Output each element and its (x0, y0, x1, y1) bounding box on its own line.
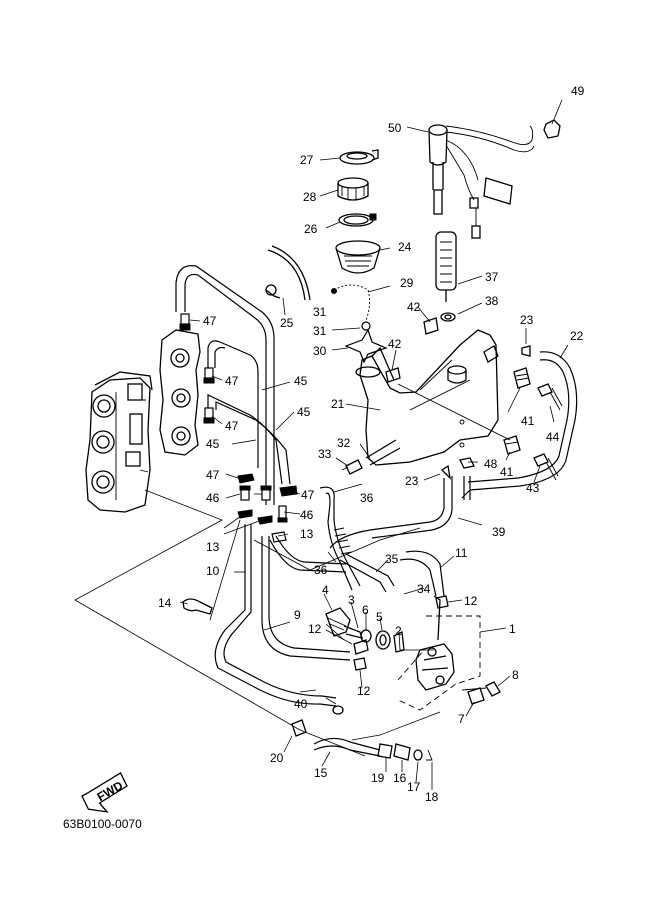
callout-9: 9 (294, 608, 301, 622)
fwd-label: FWD (95, 778, 126, 804)
callout-28: 28 (303, 190, 317, 204)
callout-45a: 45 (294, 374, 308, 388)
callout-12b: 12 (308, 622, 322, 636)
callout-2: 2 (395, 624, 402, 638)
callout-labels: 1 2 3 4 5 6 7 8 9 10 11 12 12 12 13 13 1… (158, 84, 585, 804)
callout-37: 37 (485, 270, 499, 284)
callout-36a: 36 (360, 491, 374, 505)
clips-12 (353, 595, 449, 671)
callout-47b: 47 (225, 374, 239, 388)
fittings-32-33 (341, 439, 401, 475)
callout-43: 43 (526, 481, 540, 495)
callout-41a: 41 (521, 414, 535, 428)
callout-6: 6 (362, 603, 369, 617)
vent-hoses (175, 265, 291, 505)
joints-47 (179, 313, 298, 497)
callout-8: 8 (512, 668, 519, 682)
callout-47c: 47 (225, 419, 239, 433)
callout-17: 17 (407, 780, 421, 794)
callout-23a: 23 (520, 313, 534, 327)
fuel-tank-21 (355, 329, 499, 466)
callout-39: 39 (492, 525, 506, 539)
callout-14: 14 (158, 596, 172, 610)
callout-4: 4 (322, 583, 329, 597)
carburetor-assembly (85, 371, 153, 513)
callout-12c: 12 (357, 684, 371, 698)
callout-33: 33 (318, 447, 332, 461)
callout-13a: 13 (206, 540, 220, 554)
hose-35 (339, 553, 395, 593)
leader-lines (74, 99, 569, 790)
callout-29: 29 (400, 276, 414, 290)
mounts-41-44-43 (440, 345, 563, 481)
clips-46-13 (237, 485, 288, 543)
callout-42a: 42 (407, 300, 421, 314)
callout-47e: 47 (301, 488, 315, 502)
hose-36 (319, 486, 361, 591)
callout-27: 27 (300, 153, 314, 167)
hose-15-fittings (313, 737, 433, 761)
callout-35: 35 (385, 552, 399, 566)
callout-23b: 23 (405, 474, 419, 488)
callout-46b: 46 (300, 508, 314, 522)
callout-47a: 47 (203, 314, 217, 328)
clip-14 (182, 598, 213, 615)
catalog-number: 63B0100-0070 (63, 817, 142, 831)
callout-40: 40 (294, 697, 308, 711)
callout-19: 19 (371, 771, 385, 785)
callout-30: 30 (313, 344, 327, 358)
callout-5: 5 (376, 610, 383, 624)
callout-50: 50 (388, 121, 402, 135)
callout-38: 38 (485, 294, 499, 308)
callout-1: 1 (509, 622, 516, 636)
callout-31a: 31 (313, 305, 327, 319)
fuel-pump-1 (393, 595, 501, 711)
intake-manifold (159, 329, 201, 456)
callout-11: 11 (455, 546, 468, 560)
callout-31b: 31 (313, 324, 327, 338)
hose-39 (329, 476, 471, 549)
callout-34: 34 (417, 582, 431, 596)
callout-42b: 42 (388, 337, 402, 351)
callout-15: 15 (314, 766, 328, 780)
callout-21: 21 (331, 397, 345, 411)
fwd-arrow-icon: FWD (81, 772, 128, 813)
callout-25: 25 (280, 316, 294, 330)
callout-10: 10 (206, 564, 220, 578)
callout-20: 20 (270, 751, 284, 765)
callout-3: 3 (348, 593, 355, 607)
callout-49: 49 (571, 84, 585, 98)
fuel-sender-50-49 (428, 119, 561, 239)
callout-22: 22 (570, 329, 584, 343)
callout-45b: 45 (297, 405, 311, 419)
callout-48: 48 (484, 457, 498, 471)
tether-29-31-30 (331, 284, 388, 364)
fuel-cap-assembly (265, 149, 381, 301)
callout-18: 18 (425, 790, 439, 804)
callout-41b: 41 (500, 465, 514, 479)
callout-46a: 46 (206, 491, 220, 505)
callout-13b: 13 (300, 527, 314, 541)
fuel-strainer-37 (435, 231, 457, 302)
callout-24: 24 (398, 240, 412, 254)
hose-11 (399, 550, 445, 597)
callout-12a: 12 (464, 594, 478, 608)
callout-36b: 36 (314, 563, 328, 577)
callout-26: 26 (304, 222, 318, 236)
fittings-42-38 (385, 312, 456, 383)
callout-47d: 47 (206, 468, 220, 482)
callout-44: 44 (546, 430, 560, 444)
callout-16: 16 (393, 771, 407, 785)
callout-32: 32 (337, 436, 351, 450)
fuel-hoses-9-10 (214, 524, 351, 707)
callout-45c: 45 (206, 437, 220, 451)
hose-36-lower (269, 535, 347, 573)
hose-22 (461, 351, 578, 499)
callout-7: 7 (458, 712, 465, 726)
